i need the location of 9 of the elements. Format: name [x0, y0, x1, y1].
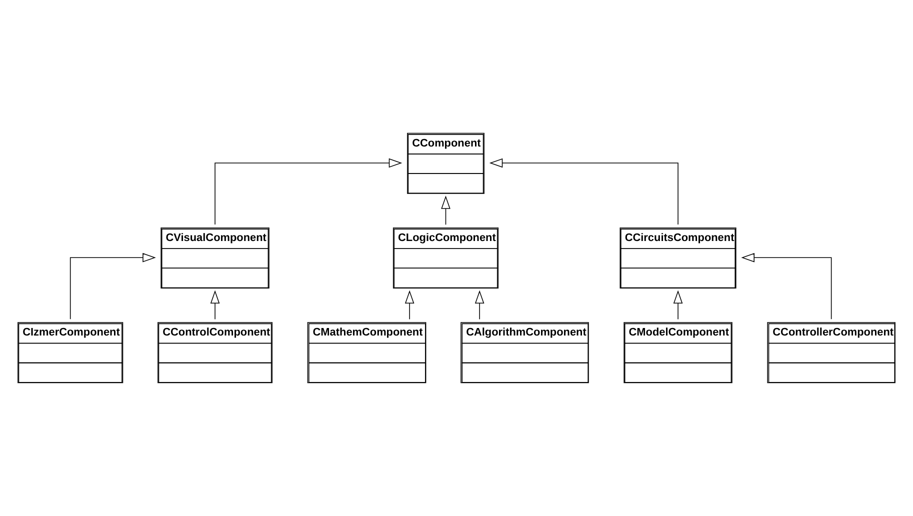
arrow	[673, 290, 683, 320]
arrow	[214, 158, 402, 225]
arrow	[441, 196, 450, 226]
arrow	[489, 158, 678, 225]
arrow	[70, 252, 156, 320]
arrow	[474, 290, 484, 320]
arrow	[210, 290, 220, 320]
arrow	[404, 290, 414, 320]
arrow	[741, 252, 832, 320]
